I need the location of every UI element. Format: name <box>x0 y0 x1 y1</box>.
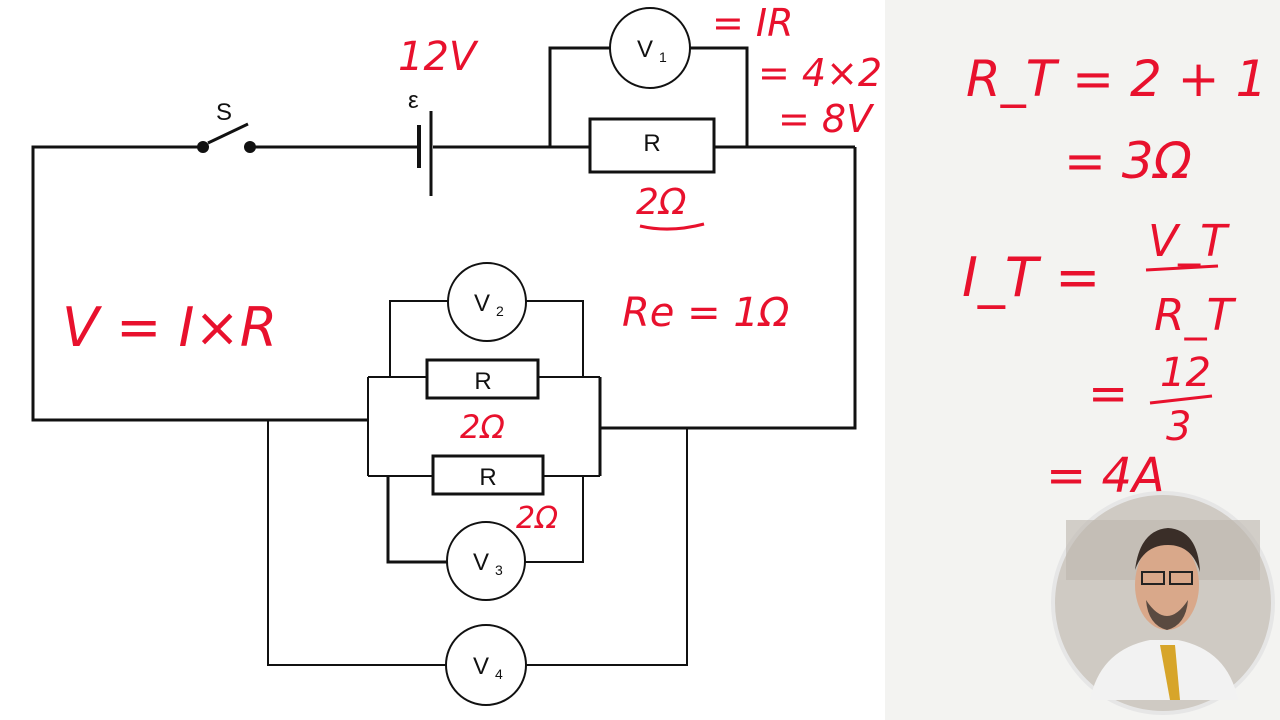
cell: ε <box>408 87 433 196</box>
resistor-1-label: R <box>643 130 660 157</box>
top-resistor-branch: R V 1 <box>548 7 749 174</box>
switch: S <box>197 99 256 153</box>
it-equals: = <box>1088 366 1128 422</box>
rt-line-2: = 3Ω <box>1064 132 1192 190</box>
resistor-3-label: R <box>479 464 496 491</box>
calculation-working: R_T = 2 + 1 = 3Ω I_T = V_T R_T = 12 3 = … <box>962 50 1267 504</box>
voltmeter-2 <box>447 262 527 342</box>
emf-label: ε <box>408 87 419 114</box>
voltmeter-4 <box>445 624 527 706</box>
voltmeter-2-label: V <box>474 290 490 317</box>
voltmeter-3-sub: 3 <box>495 562 503 578</box>
it-denominator: R_T <box>1154 290 1237 341</box>
annotations: 12V = IR = 4×2 = 8V 2Ω 2Ω 2Ω Re = 1Ω V =… <box>62 1 882 536</box>
voltmeter-3-label: V <box>473 549 489 576</box>
resistor-2-label: R <box>474 368 491 395</box>
rt-line-1: R_T = 2 + 1 <box>966 50 1267 108</box>
voltmeter-3 <box>446 521 526 601</box>
r3-value: 2Ω <box>516 501 558 536</box>
fraction-bar-2 <box>1149 394 1213 405</box>
v1-working-2: = 4×2 <box>758 51 882 95</box>
it-lhs: I_T = <box>962 246 1100 309</box>
it-numerator-2: 12 <box>1160 350 1211 396</box>
v1-working-1: = IR <box>712 1 794 45</box>
voltmeter-1-sub: 1 <box>659 49 667 65</box>
r1-underline <box>639 222 705 231</box>
parallel-block: R V 2 R V 3 <box>367 262 602 601</box>
switch-label: S <box>216 99 232 126</box>
outer-wires <box>31 145 857 430</box>
presenter-webcam-icon <box>1051 491 1275 715</box>
r2-value: 2Ω <box>460 408 505 446</box>
voltmeter-1 <box>609 7 691 89</box>
it-numerator: V_T <box>1148 216 1230 267</box>
voltmeter-4-label: V <box>473 653 489 680</box>
equivalent-resistance: Re = 1Ω <box>622 290 790 336</box>
it-denominator-2: 3 <box>1166 404 1191 450</box>
voltmeter-4-branch: V 4 <box>267 420 688 706</box>
fraction-bar-1 <box>1145 264 1219 272</box>
v1-working-3: = 8V <box>778 97 875 141</box>
voltmeter-4-sub: 4 <box>495 666 503 682</box>
ohms-law: V = I×R <box>62 296 277 359</box>
r1-value: 2Ω <box>636 182 687 223</box>
voltmeter-1-label: V <box>637 36 653 63</box>
voltmeter-2-sub: 2 <box>496 303 504 319</box>
emf-value: 12V <box>398 34 479 80</box>
